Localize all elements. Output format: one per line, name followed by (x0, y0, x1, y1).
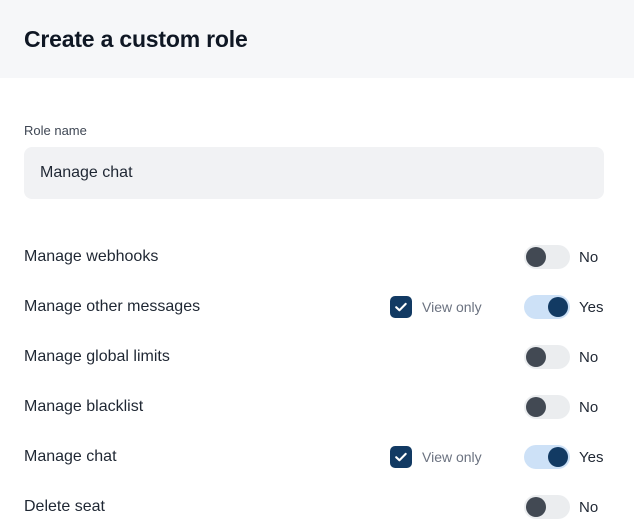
permission-row: Delete seat No (24, 482, 610, 532)
permission-row: Manage blacklist No (24, 382, 610, 432)
permission-row: Manage chat View only Yes (24, 432, 610, 482)
permission-toggle[interactable] (524, 395, 570, 419)
view-only-checkbox[interactable] (390, 296, 412, 318)
checkmark-icon (395, 452, 407, 462)
permission-toggle-group: No (524, 245, 598, 269)
toggle-knob (548, 297, 568, 317)
dialog-header: Create a custom role (0, 0, 634, 78)
permission-label: Manage webhooks (24, 248, 159, 265)
permission-label: Manage other messages (24, 298, 201, 315)
permission-label: Manage blacklist (24, 398, 144, 415)
toggle-state-label: No (579, 498, 599, 516)
permission-label: Delete seat (24, 498, 105, 515)
toggle-state-label: No (579, 398, 599, 416)
role-name-label: Role name (24, 123, 87, 138)
permission-toggle[interactable] (524, 345, 570, 369)
toggle-knob (526, 347, 546, 367)
permission-row: Manage webhooks No (24, 232, 610, 282)
permission-toggle-group: Yes (524, 445, 603, 469)
toggle-knob (548, 447, 568, 467)
view-only-checkbox[interactable] (390, 446, 412, 468)
view-only-label: View only (422, 299, 482, 315)
view-only-group[interactable]: View only (390, 296, 482, 318)
permission-toggle[interactable] (524, 495, 570, 519)
permission-label: Manage chat (24, 448, 117, 465)
permission-toggle-group: No (524, 395, 598, 419)
toggle-state-label: No (579, 348, 599, 366)
view-only-label: View only (422, 449, 482, 465)
permission-toggle[interactable] (524, 295, 570, 319)
toggle-state-label: No (579, 248, 599, 266)
checkmark-icon (395, 302, 407, 312)
role-name-field-group: Role name (0, 124, 634, 199)
permission-toggle-group: Yes (524, 295, 603, 319)
role-name-input[interactable] (24, 147, 604, 199)
toggle-knob (526, 397, 546, 417)
view-only-group[interactable]: View only (390, 446, 482, 468)
permission-label: Manage global limits (24, 348, 170, 365)
toggle-state-label: Yes (579, 298, 604, 316)
permission-toggle-group: No (524, 495, 598, 519)
toggle-knob (526, 247, 546, 267)
page-title: Create a custom role (24, 25, 248, 52)
permission-row: Manage other messages View only Yes (24, 282, 610, 332)
permission-toggle[interactable] (524, 445, 570, 469)
toggle-knob (526, 497, 546, 517)
permission-toggle[interactable] (524, 245, 570, 269)
permission-row: Manage global limits No (24, 332, 610, 382)
permission-toggle-group: No (524, 345, 598, 369)
toggle-state-label: Yes (579, 448, 604, 466)
